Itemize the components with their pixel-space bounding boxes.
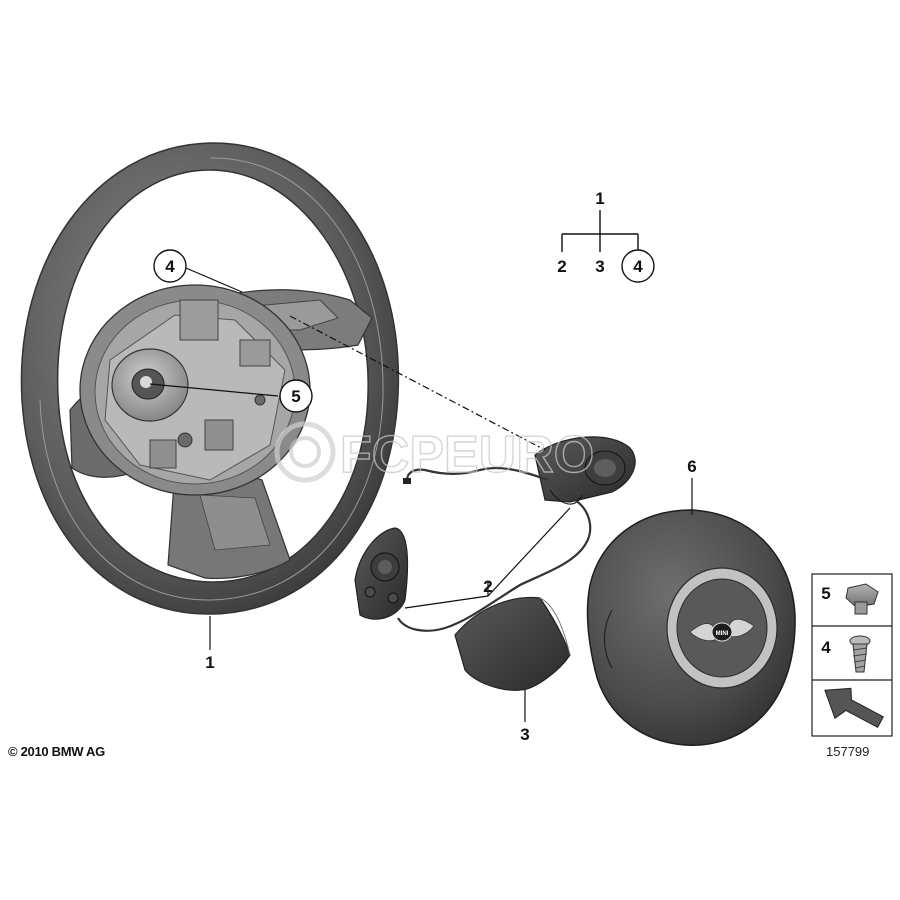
callout-4-wheel: 4 [153,249,187,283]
wiring-harness-illustration [397,466,592,632]
tree-root: 1 [595,189,604,208]
wheel-screw-icon [849,635,871,673]
left-switch-module-illustration [354,527,409,620]
copyright-text: © 2010 BMW AG [8,744,105,759]
location-arrow-icon [824,687,884,729]
trim-cover-illustration [454,596,571,691]
steering-wheel-illustration [20,142,400,615]
callout-2-text: 2 [483,577,492,596]
tree-child-3: 3 [595,257,604,276]
hardware-box: 5 4 [811,573,893,737]
tree-child-4: 4 [633,257,643,276]
callout-3-text: 3 [520,725,529,744]
watermark: FCPEURO [274,421,595,485]
callout-4-text: 4 [165,257,175,276]
callout-5-hub: 5 [279,379,313,413]
assembly-tree: 1 2 3 4 [557,189,655,283]
reference-number: 157799 [826,744,870,759]
callout-1-text: 1 [205,653,214,672]
airbag-module-illustration: MINI [586,509,796,746]
right-switch-module-illustration [534,436,636,505]
hardware-label-4: 4 [821,638,831,657]
airbag-emblem-text: MINI [716,631,729,637]
hub-bolt-icon [845,583,879,615]
tree-child-2: 2 [557,257,566,276]
callout-6-text: 6 [687,457,696,476]
leader-lines [149,267,693,722]
watermark-text: FCPEURO [340,426,594,484]
callout-5-text: 5 [291,387,300,406]
hardware-label-5: 5 [821,584,830,603]
